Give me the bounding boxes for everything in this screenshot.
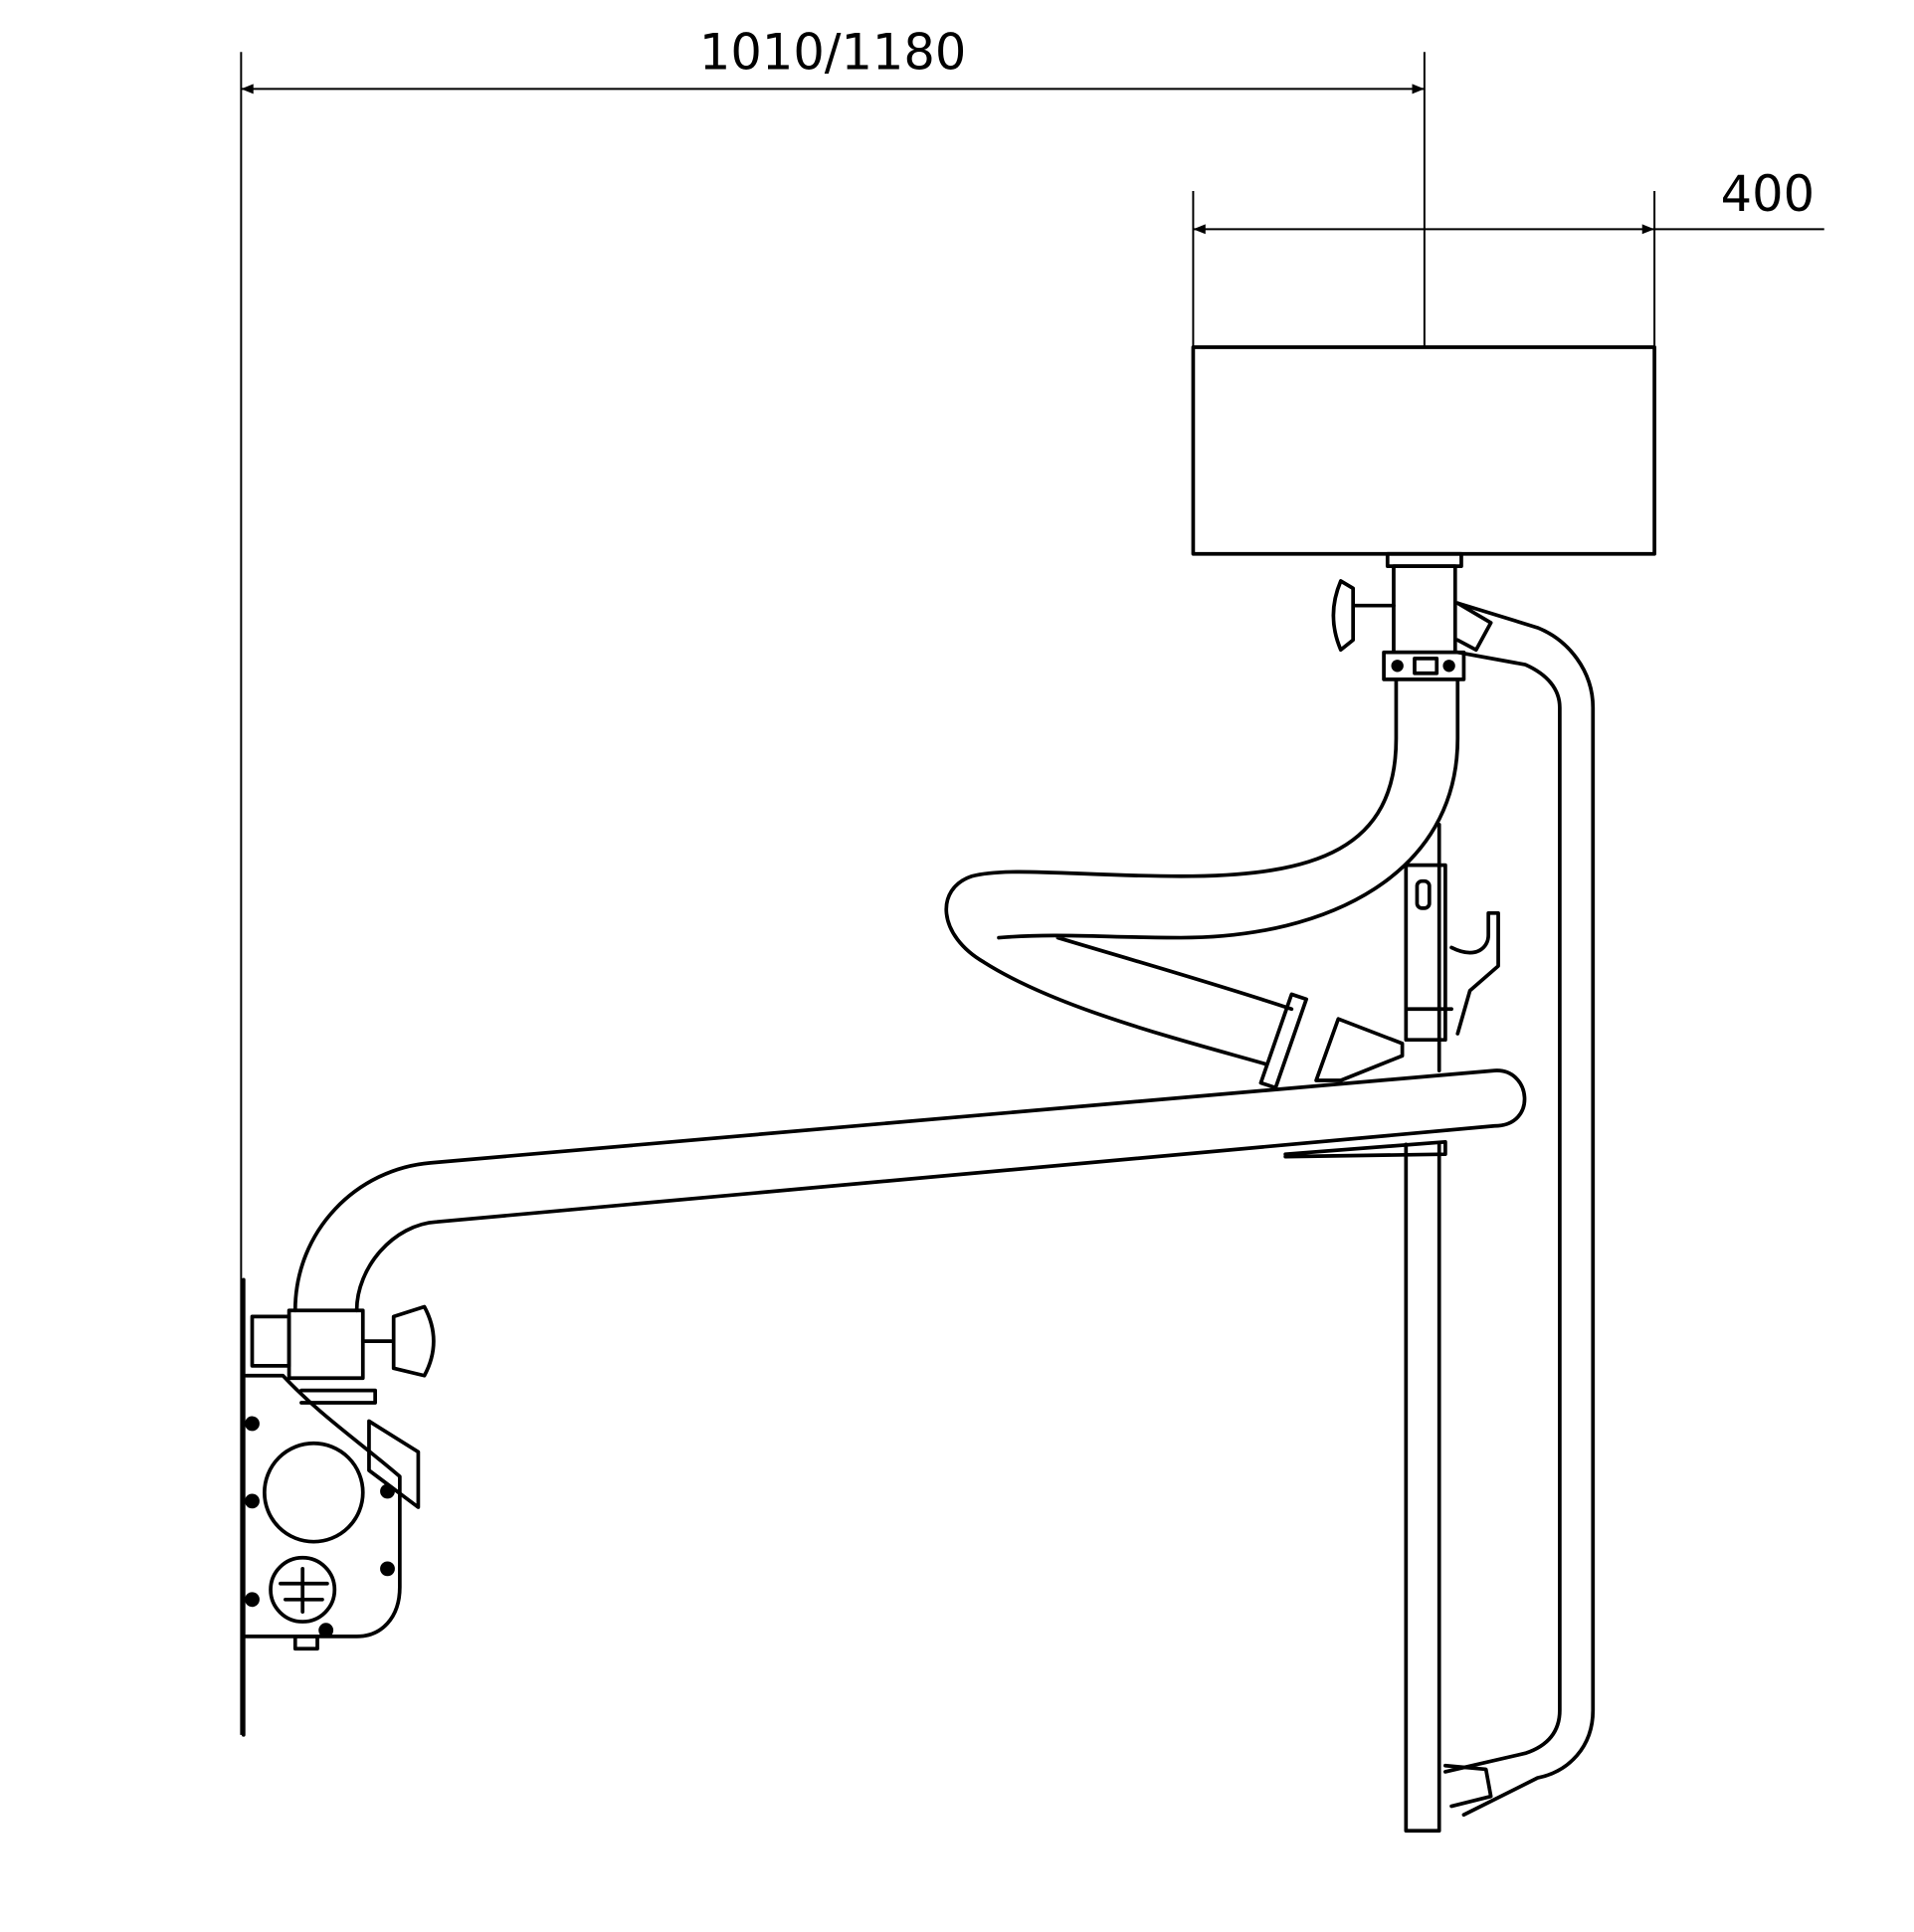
knob-icon (360, 1304, 436, 1378)
rail-joint-bottom (1443, 1763, 1493, 1809)
round-valve (269, 1555, 337, 1624)
lamp-head-box (1191, 345, 1656, 556)
arm-bracket (1283, 1139, 1447, 1159)
width-dimension: 400 (1192, 165, 1824, 348)
flex-hose (944, 677, 1460, 1066)
horizontal-arm (292, 1068, 1527, 1313)
wall-mount (241, 1277, 436, 1737)
reach-dimension-label: 1010/1180 (699, 24, 966, 82)
hose-clamp (1258, 992, 1405, 1090)
reach-dimension: 1010/1180 (240, 24, 1426, 1735)
knob-icon (1331, 579, 1396, 653)
hook-icon (1449, 910, 1500, 1036)
neck-assembly (1331, 551, 1466, 681)
width-dimension-label: 400 (1721, 165, 1815, 223)
support-rail (1443, 601, 1596, 1818)
clamp (1382, 650, 1466, 681)
round-port (262, 1441, 365, 1544)
rail-joint-top (1455, 601, 1493, 653)
vertical-post (1404, 822, 1500, 1834)
